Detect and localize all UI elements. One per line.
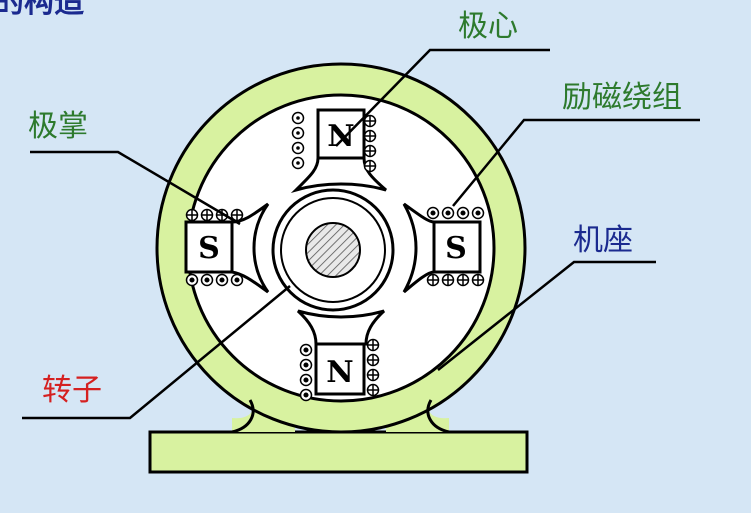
leader-lines (22, 48, 700, 420)
pole-letter-top: N (327, 119, 354, 154)
label-pole-shoe: 极掌 (28, 109, 88, 144)
winding-bottom-right (366, 338, 380, 397)
pole-shoe-left (230, 202, 270, 294)
pole-letter-left: S (198, 231, 220, 266)
label-rotor: 转子 (42, 373, 102, 408)
title-fragment: 的构造 (0, 0, 84, 20)
pole-letter-right: S (445, 231, 467, 266)
winding-top-right (363, 114, 377, 173)
pole-core-right (432, 220, 482, 274)
pole-shoe-bottom (296, 309, 386, 346)
rotor (271, 188, 395, 312)
pole-shoe-top (290, 156, 387, 194)
pole-bottom: N (296, 309, 386, 402)
pole-letter-bottom: N (326, 355, 353, 390)
pole-shoe-right (402, 202, 436, 294)
winding-right-bottom (426, 273, 485, 287)
pole-right: S (402, 202, 485, 294)
label-field-winding: 励磁绕组 (562, 80, 682, 115)
winding-top-left (291, 111, 305, 170)
leader-pole-core (335, 48, 550, 147)
pole-core-top (316, 108, 366, 160)
winding-bottom-left (299, 343, 313, 402)
leader-field-winding (452, 118, 700, 207)
label-pole-core: 极心 (458, 9, 518, 44)
pole-left: S (184, 202, 270, 294)
leader-rotor (22, 285, 291, 420)
rotor-shaft (305, 222, 361, 278)
pole-core-left (184, 220, 234, 274)
winding-right-top (426, 206, 485, 220)
pole-core-bottom (314, 342, 366, 396)
leader-frame (437, 260, 656, 371)
winding-left-bottom (185, 273, 244, 287)
leader-pole-shoe (30, 150, 241, 226)
label-frame: 机座 (573, 223, 633, 258)
winding-left-top (185, 208, 244, 222)
pole-top: N (290, 108, 387, 194)
